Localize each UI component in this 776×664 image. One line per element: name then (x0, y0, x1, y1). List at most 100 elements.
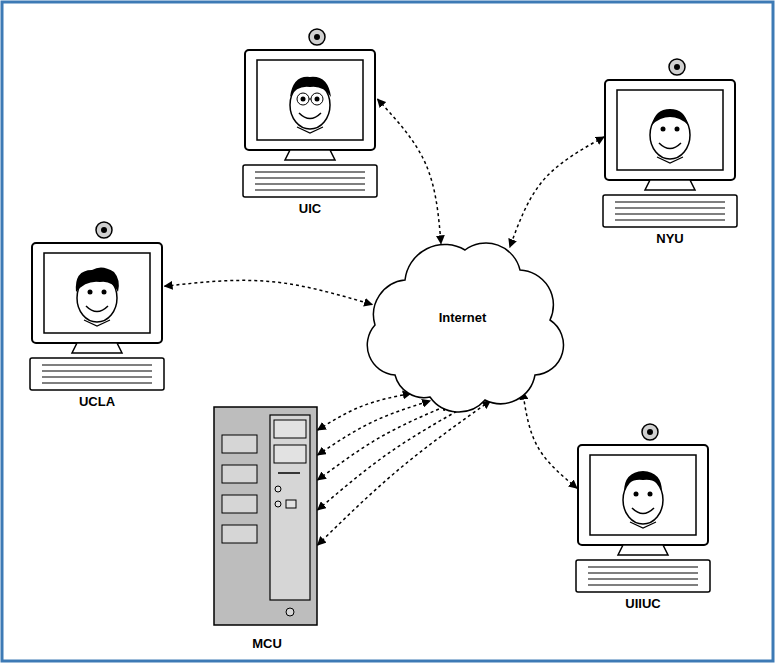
drive-slot (278, 472, 300, 474)
node-shape (22, 218, 172, 413)
webcam (642, 424, 658, 440)
face-hair (624, 471, 662, 492)
dotted-link (510, 137, 604, 247)
site-label: UIC (299, 201, 321, 217)
keyboard (243, 165, 377, 197)
server-foot-button (286, 608, 294, 616)
dotted-link (378, 99, 442, 243)
computer-node: UIC (235, 25, 385, 220)
dotted-link (318, 401, 491, 545)
face-eye (634, 492, 639, 497)
face-glasses (309, 99, 311, 100)
site-label: UCLA (79, 394, 115, 410)
keyboard-keys (42, 382, 152, 383)
monitor-stand (72, 343, 122, 353)
cartoon-face (76, 267, 119, 326)
monitor-screen (44, 253, 150, 333)
webcam (669, 59, 685, 75)
monitor-stand (285, 150, 335, 160)
node-shape (568, 420, 718, 615)
power-led (275, 486, 281, 492)
server-column (270, 415, 310, 600)
monitor-screen (617, 90, 723, 170)
webcam-lens (101, 227, 107, 233)
face-eye (648, 492, 653, 497)
site-label: UIIUC (625, 596, 660, 612)
face-hair (290, 77, 331, 97)
keyboard-keys (255, 183, 365, 184)
webcam (96, 222, 112, 238)
face-eye (675, 127, 680, 132)
node-shape (595, 55, 745, 250)
face-collar (84, 320, 110, 326)
keyboard-keys (615, 219, 725, 220)
dotted-link (318, 404, 469, 510)
computer-node: UIIUC (568, 420, 718, 615)
dotted-link (318, 404, 450, 480)
face-collar (630, 522, 656, 528)
internet-cloud (367, 243, 563, 412)
site-label: NYU (656, 231, 683, 247)
dotted-link (523, 392, 577, 489)
keyboard-keys (42, 376, 152, 377)
monitor-stand (618, 545, 668, 555)
node-shape (235, 25, 385, 220)
drive-bay (274, 445, 306, 463)
webcam-lens (314, 34, 320, 40)
cartoon-face (290, 77, 331, 133)
server-panel (222, 525, 257, 543)
webcam-lens (674, 64, 680, 70)
node-shape (212, 405, 322, 655)
keyboard-keys (255, 171, 365, 172)
drive-bay (274, 420, 306, 438)
keyboard-keys (255, 177, 365, 178)
keyboard-keys (42, 364, 152, 365)
dotted-link (165, 280, 373, 304)
keyboard (603, 195, 737, 227)
monitor (578, 445, 708, 545)
face-eye (315, 97, 320, 102)
server-panel (222, 435, 257, 453)
network-cloud: Internet (355, 225, 570, 410)
keyboard-keys (42, 370, 152, 371)
server-tower (214, 407, 317, 625)
face-hair (76, 267, 119, 292)
server-panel (222, 495, 257, 513)
monitor-screen (590, 455, 696, 535)
keyboard-keys (588, 578, 698, 579)
port (286, 500, 296, 508)
button (275, 501, 281, 507)
keyboard (30, 358, 164, 390)
computer-node: UCLA (22, 218, 172, 413)
monitor (245, 50, 375, 150)
server-node: MCU (212, 405, 322, 655)
face-smile (632, 508, 654, 514)
face-smile (86, 306, 108, 312)
webcam (309, 29, 325, 45)
monitor-stand (645, 180, 695, 190)
webcam-lens (647, 429, 653, 435)
monitor (32, 243, 162, 343)
cloud-label: Internet (439, 310, 487, 326)
face-smile (299, 113, 321, 119)
cartoon-face (650, 109, 690, 163)
computer-node: NYU (595, 55, 745, 250)
keyboard-keys (588, 566, 698, 567)
keyboard-keys (615, 201, 725, 202)
keyboard-keys (255, 189, 365, 190)
face-eye (88, 290, 93, 295)
keyboard-keys (615, 207, 725, 208)
face-smile (659, 143, 681, 149)
face-eye (301, 97, 306, 102)
keyboard-keys (588, 584, 698, 585)
monitor-screen (257, 60, 363, 140)
keyboard (576, 560, 710, 592)
face-glasses (311, 93, 323, 105)
dotted-link (318, 401, 431, 455)
face-collar (297, 127, 323, 133)
face-eye (102, 290, 107, 295)
face-glasses (297, 93, 309, 105)
site-label: MCU (252, 636, 282, 652)
keyboard-keys (588, 572, 698, 573)
